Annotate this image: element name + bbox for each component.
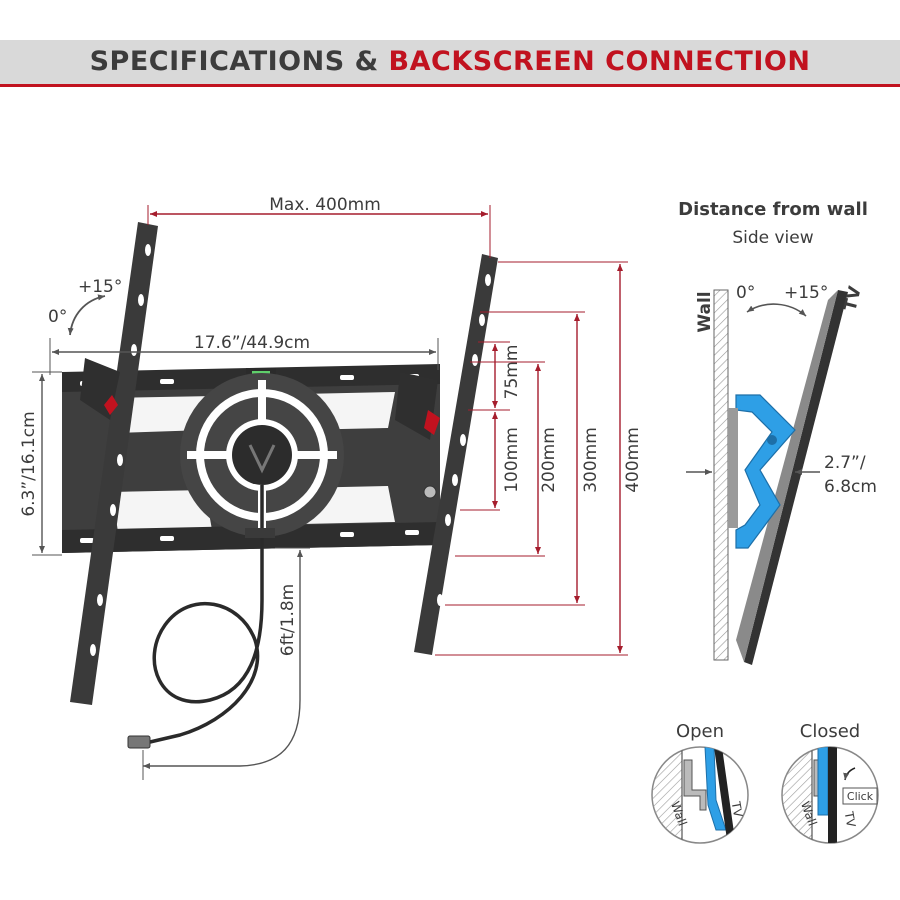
side-tilt-max-label: +15° bbox=[784, 283, 828, 303]
cable-hub bbox=[180, 373, 344, 537]
closed-label: Closed bbox=[800, 721, 860, 742]
vesa-100-label: 100mm bbox=[502, 427, 522, 493]
vesa-200-label: 200mm bbox=[539, 427, 559, 493]
title-part-1: SPECIFICATIONS & bbox=[89, 46, 389, 77]
right-tv-arm bbox=[395, 254, 498, 655]
tilt-indicator: +15° 0° bbox=[48, 277, 122, 336]
page-title: SPECIFICATIONS & BACKSCREEN CONNECTION bbox=[0, 40, 900, 84]
title-part-2: BACKSCREEN CONNECTION bbox=[388, 46, 811, 77]
distance-label-line2: 6.8cm bbox=[824, 477, 877, 497]
plate-width-label: 17.6”/44.9cm bbox=[194, 333, 310, 353]
cable-length-dimension: 6ft/1.8m bbox=[142, 547, 310, 780]
plate-width-dimension: 17.6”/44.9cm bbox=[49, 333, 439, 375]
vesa-height-dimensions: 75mm 100mm 200mm 300mm 400mm bbox=[435, 261, 643, 656]
left-tv-arm bbox=[70, 222, 158, 705]
tilt-min-label: 0° bbox=[48, 307, 67, 327]
closed-tv-label: TV bbox=[842, 809, 859, 828]
cable-length-label: 6ft/1.8m bbox=[278, 584, 298, 657]
side-view: Distance from wall Side view Wall 0° +15… bbox=[678, 199, 877, 665]
lock-state-open: Open Wall TV bbox=[651, 721, 749, 844]
plate-height-dimension: 6.3”/16.1cm bbox=[19, 371, 62, 556]
tilt-max-label: +15° bbox=[78, 277, 122, 297]
open-label: Open bbox=[676, 721, 724, 742]
max-width-dimension: Max. 400mm bbox=[147, 195, 491, 258]
vesa-75-label: 75mm bbox=[502, 345, 522, 400]
click-badge bbox=[842, 787, 878, 805]
wall-section bbox=[713, 289, 729, 661]
side-view-title: Distance from wall bbox=[678, 199, 868, 220]
side-tv-label: TV bbox=[840, 284, 866, 314]
lock-state-closed: Closed Click Wall TV bbox=[781, 721, 879, 844]
max-width-label: Max. 400mm bbox=[269, 195, 381, 215]
side-tilt-min-label: 0° bbox=[736, 283, 755, 303]
side-wall-label: Wall bbox=[695, 291, 715, 332]
header-band bbox=[0, 40, 900, 87]
side-bracket bbox=[735, 394, 796, 549]
vesa-300-label: 300mm bbox=[581, 427, 601, 493]
click-label: Click bbox=[847, 790, 874, 803]
open-tv-label: TV bbox=[729, 799, 746, 818]
vesa-400-label: 400mm bbox=[623, 427, 643, 493]
plate-height-label: 6.3”/16.1cm bbox=[19, 411, 39, 516]
distance-label-line1: 2.7”/ bbox=[824, 453, 866, 473]
side-view-subtitle: Side view bbox=[732, 228, 813, 248]
